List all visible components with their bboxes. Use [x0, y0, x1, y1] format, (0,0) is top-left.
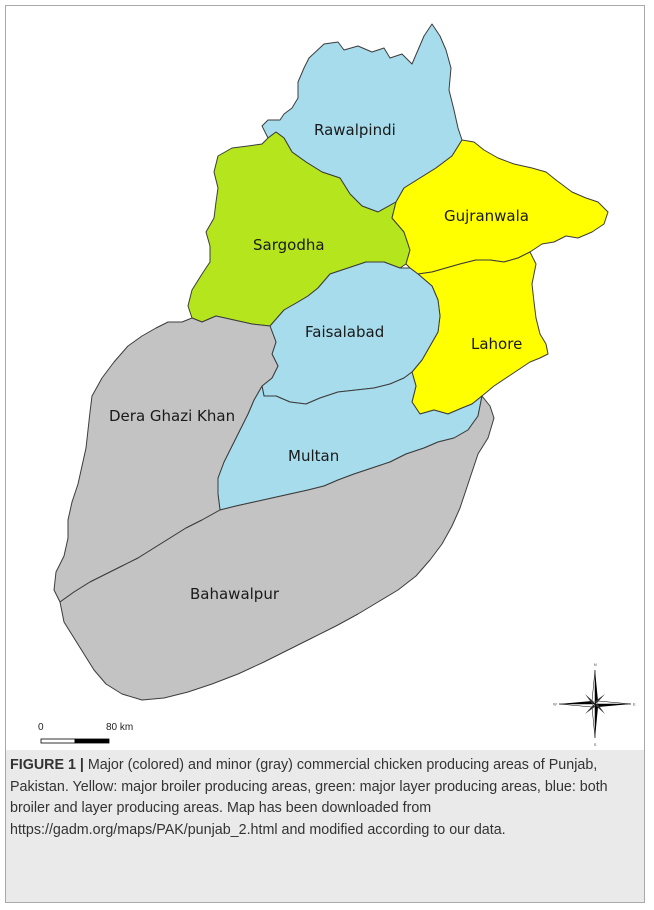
- scale-bar: 0 80 km: [38, 722, 133, 744]
- compass-n: N: [594, 662, 597, 667]
- scale-end-label: 80 km: [106, 722, 133, 733]
- label-rawalpindi: Rawalpindi: [314, 121, 396, 139]
- label-faisalabad: Faisalabad: [305, 323, 384, 341]
- label-dera-ghazi-khan: Dera Ghazi Khan: [109, 407, 235, 425]
- region-dera-ghazi-khan[interactable]: [53, 315, 279, 603]
- label-bahawalpur: Bahawalpur: [190, 585, 280, 603]
- scale-bar-black-segment: [74, 738, 110, 744]
- punjab-map: Rawalpindi Sargodha Gujranwala Lahore Fa…: [38, 23, 636, 747]
- label-gujranwala: Gujranwala: [444, 207, 529, 225]
- scale-start-label: 0: [38, 722, 44, 733]
- label-multan: Multan: [288, 447, 339, 465]
- figure-frame: Rawalpindi Sargodha Gujranwala Lahore Fa…: [5, 5, 645, 903]
- compass-w: W: [553, 702, 557, 707]
- scale-bar-white-segment: [40, 738, 76, 744]
- label-lahore: Lahore: [471, 335, 522, 353]
- compass-rose-icon: N S E W: [553, 662, 636, 747]
- figure-caption: FIGURE 1 | Major (colored) and minor (gr…: [10, 755, 625, 841]
- compass-e: E: [633, 702, 636, 707]
- compass-s: S: [594, 742, 597, 747]
- figure-label: FIGURE 1 |: [10, 757, 84, 773]
- caption-text: Major (colored) and minor (gray) commerc…: [10, 757, 608, 838]
- label-sargodha: Sargodha: [253, 236, 325, 254]
- caption-box: [6, 750, 644, 902]
- region-bahawalpur[interactable]: [59, 395, 495, 701]
